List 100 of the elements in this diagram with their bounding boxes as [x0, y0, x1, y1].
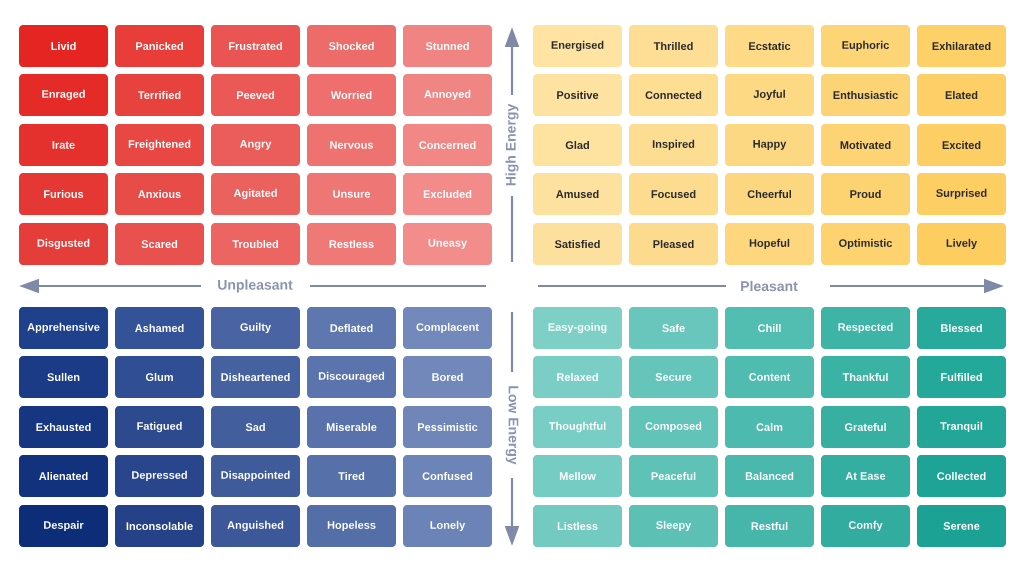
- emotion-box: Anxious: [115, 173, 204, 215]
- emotion-box: Terrified: [115, 74, 204, 116]
- emotion-box: Calm: [725, 406, 814, 448]
- emotion-box: Disheartened: [211, 356, 300, 398]
- emotion-box: Thankful: [821, 356, 910, 398]
- emotion-box: Serene: [917, 505, 1006, 547]
- emotion-box: Chill: [725, 307, 814, 349]
- emotion-box: Frustrated: [211, 25, 300, 67]
- emotion-box: Grateful: [821, 406, 910, 448]
- emotion-box: Optimistic: [821, 223, 910, 265]
- emotion-box: Despair: [19, 505, 108, 547]
- emotion-box: Respected: [821, 307, 910, 349]
- emotion-box: Bored: [403, 356, 492, 398]
- emotion-box: Focused: [629, 173, 718, 215]
- emotion-box: Joyful: [725, 74, 814, 116]
- emotion-box: Depressed: [115, 455, 204, 497]
- emotion-box: Thoughtful: [533, 406, 622, 448]
- emotion-box: Glum: [115, 356, 204, 398]
- emotion-box: At Ease: [821, 455, 910, 497]
- emotion-box: Disgusted: [19, 223, 108, 265]
- emotion-box: Connected: [629, 74, 718, 116]
- axis-label: High Energy: [505, 103, 519, 186]
- emotion-box: Energised: [533, 25, 622, 67]
- emotion-box: Livid: [19, 25, 108, 67]
- emotion-box: Disappointed: [211, 455, 300, 497]
- emotion-box: Troubled: [211, 223, 300, 265]
- emotion-box: Safe: [629, 307, 718, 349]
- emotion-box: Enthusiastic: [821, 74, 910, 116]
- emotion-box: Nervous: [307, 124, 396, 166]
- emotion-box: Worried: [307, 74, 396, 116]
- emotion-box: Secure: [629, 356, 718, 398]
- emotion-box: Surprised: [917, 173, 1006, 215]
- emotion-box: Listless: [533, 505, 622, 547]
- emotion-box: Complacent: [403, 307, 492, 349]
- emotion-box: Satisfied: [533, 223, 622, 265]
- emotion-box: Annoyed: [403, 74, 492, 116]
- emotion-box: Cheerful: [725, 173, 814, 215]
- emotion-box: Tranquil: [917, 406, 1006, 448]
- emotion-box: Discouraged: [307, 356, 396, 398]
- emotion-box: Relaxed: [533, 356, 622, 398]
- emotion-box: Sad: [211, 406, 300, 448]
- emotion-box: Guilty: [211, 307, 300, 349]
- emotion-box: Confused: [403, 455, 492, 497]
- emotion-box: Scared: [115, 223, 204, 265]
- emotion-box: Content: [725, 356, 814, 398]
- emotion-box: Comfy: [821, 505, 910, 547]
- emotion-box: Unsure: [307, 173, 396, 215]
- emotion-box: Uneasy: [403, 223, 492, 265]
- emotion-box: Balanced: [725, 455, 814, 497]
- emotion-box: Euphoric: [821, 25, 910, 67]
- emotion-box: Excited: [917, 124, 1006, 166]
- emotion-box: Exhilarated: [917, 25, 1006, 67]
- emotion-box: Mellow: [533, 455, 622, 497]
- emotion-box: Concerned: [403, 124, 492, 166]
- emotion-box: Agitated: [211, 173, 300, 215]
- emotion-box: Pleased: [629, 223, 718, 265]
- emotion-box: Ecstatic: [725, 25, 814, 67]
- emotion-box: Miserable: [307, 406, 396, 448]
- emotion-box: Composed: [629, 406, 718, 448]
- emotion-box: Inspired: [629, 124, 718, 166]
- emotion-box: Angry: [211, 124, 300, 166]
- emotion-box: Easy-going: [533, 307, 622, 349]
- emotion-box: Motivated: [821, 124, 910, 166]
- emotion-box: Deflated: [307, 307, 396, 349]
- emotion-box: Peeved: [211, 74, 300, 116]
- emotion-box: Sleepy: [629, 505, 718, 547]
- emotion-box: Peaceful: [629, 455, 718, 497]
- emotion-box: Irate: [19, 124, 108, 166]
- emotion-box: Lonely: [403, 505, 492, 547]
- emotion-box: Excluded: [403, 173, 492, 215]
- emotion-box: Sullen: [19, 356, 108, 398]
- emotion-box: Alienated: [19, 455, 108, 497]
- emotion-box: Elated: [917, 74, 1006, 116]
- emotion-box: Inconsolable: [115, 505, 204, 547]
- emotion-box: Pessimistic: [403, 406, 492, 448]
- emotion-box: Stunned: [403, 25, 492, 67]
- emotion-box: Furious: [19, 173, 108, 215]
- emotion-box: Proud: [821, 173, 910, 215]
- emotion-box: Shocked: [307, 25, 396, 67]
- emotion-box: Glad: [533, 124, 622, 166]
- emotion-box: Fatigued: [115, 406, 204, 448]
- emotion-box: Positive: [533, 74, 622, 116]
- emotion-box: Freightened: [115, 124, 204, 166]
- emotion-box: Anguished: [211, 505, 300, 547]
- emotion-box: Amused: [533, 173, 622, 215]
- emotion-box: Panicked: [115, 25, 204, 67]
- emotion-box: Tired: [307, 455, 396, 497]
- emotion-box: Happy: [725, 124, 814, 166]
- emotion-box: Hopeless: [307, 505, 396, 547]
- axis-label: Unpleasant: [218, 279, 293, 293]
- emotion-box: Exhausted: [19, 406, 108, 448]
- emotion-box: Fulfilled: [917, 356, 1006, 398]
- axis-label: Pleasant: [741, 280, 798, 292]
- emotion-box: Enraged: [19, 74, 108, 116]
- emotion-box: Restful: [725, 505, 814, 547]
- emotion-box: Apprehensive: [19, 307, 108, 349]
- emotion-box: Hopeful: [725, 223, 814, 265]
- emotion-box: Lively: [917, 223, 1006, 265]
- emotion-box: Collected: [917, 455, 1006, 497]
- emotion-box: Thrilled: [629, 25, 718, 67]
